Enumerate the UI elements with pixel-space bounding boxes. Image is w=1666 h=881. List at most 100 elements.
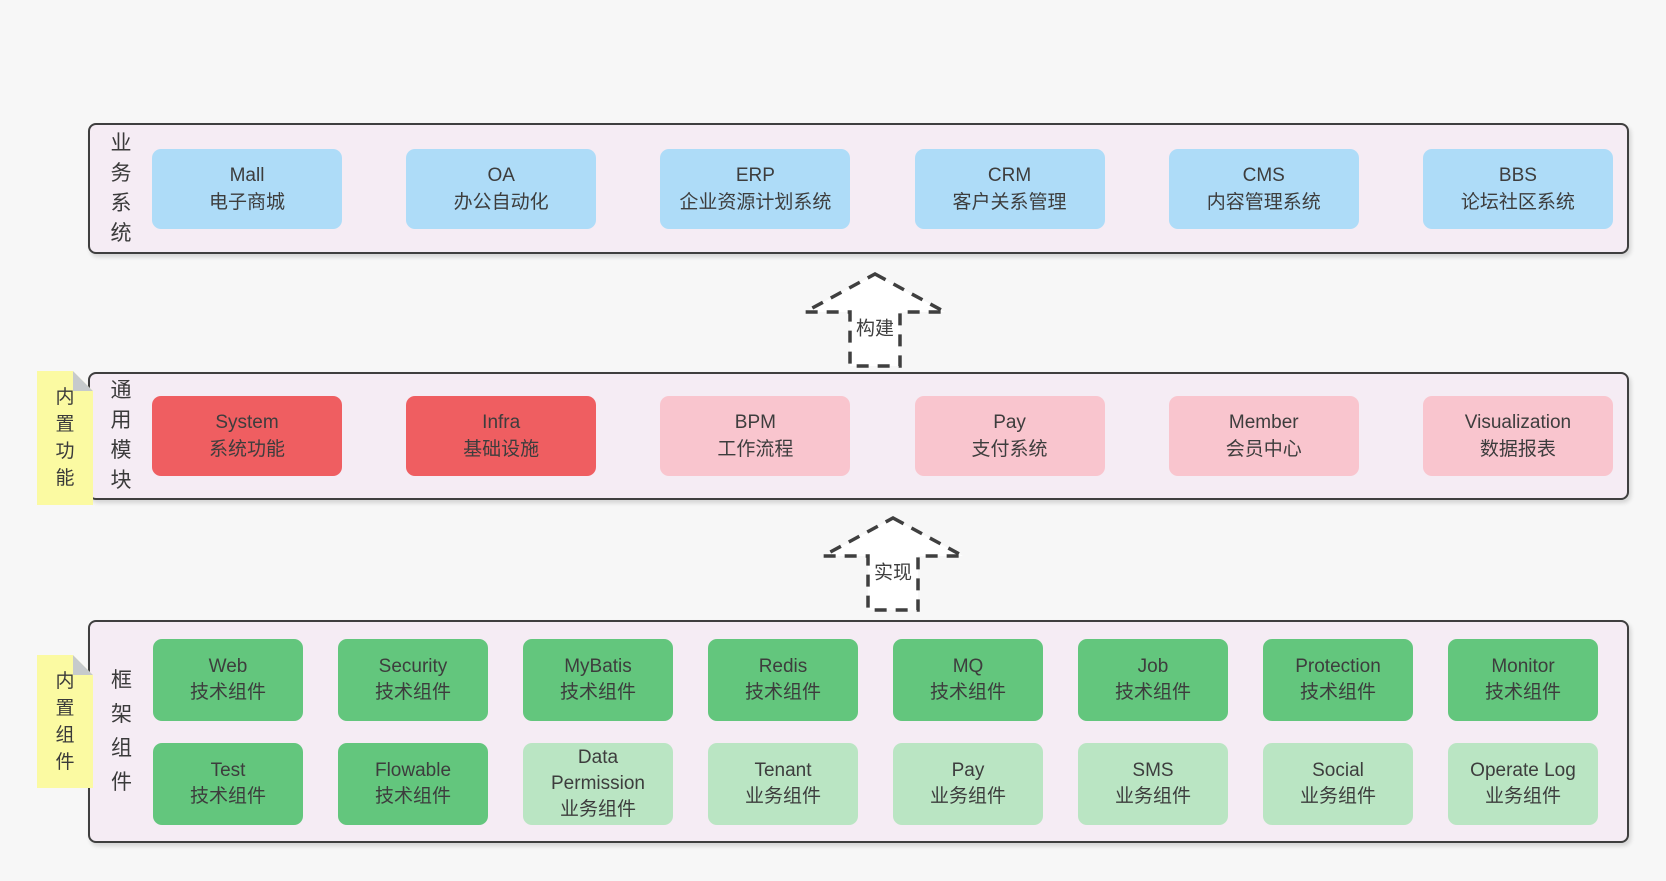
box-desc: 业务组件 (929, 785, 1006, 807)
band-business-label: 业务系统 (110, 131, 132, 245)
box-name: Infra (482, 412, 521, 433)
components-rows: Web 技术组件 Security 技术组件 MyBatis 技术组件 Redi… (153, 622, 1627, 841)
box-tenant: Tenant 业务组件 (708, 742, 858, 825)
band-framework-components: 框架组件 Web 技术组件 Security 技术组件 MyBatis 技术组件… (88, 620, 1629, 843)
box-operate-log: Operate Log 业务组件 (1448, 742, 1598, 825)
box-desc: 系统功能 (208, 439, 285, 460)
box-desc: 技术组件 (559, 681, 636, 703)
box-name: Monitor (1491, 655, 1555, 677)
box-desc: 技术组件 (189, 681, 266, 703)
arrow-build-label: 构建 (851, 312, 899, 342)
box-name: CRM (987, 164, 1032, 186)
box-oa: OA 办公自动化 (406, 148, 597, 229)
business-box-row: Mall 电子商城 OA 办公自动化 ERP 企业资源计划系统 CRM 客户关系… (152, 125, 1627, 252)
box-desc: 会员中心 (1225, 439, 1302, 460)
band-common-modules: 通用模块 System 系统功能 Infra 基础设施 BPM 工作流程 Pay… (88, 372, 1629, 500)
box-name: Test (210, 759, 246, 781)
box-web: Web 技术组件 (153, 638, 303, 721)
modules-box-row: System 系统功能 Infra 基础设施 BPM 工作流程 Pay 支付系统… (152, 374, 1627, 498)
components-row-2: Test 技术组件 Flowable 技术组件 Data Permission … (153, 742, 1598, 825)
components-row-1: Web 技术组件 Security 技术组件 MyBatis 技术组件 Redi… (153, 638, 1598, 721)
note-builtin-features: 内置功能 (37, 371, 93, 505)
box-name: OA (487, 164, 515, 186)
box-desc: 业务组件 (744, 785, 821, 807)
box-name: CMS (1242, 164, 1285, 186)
arrow-implement-label: 实现 (869, 556, 917, 586)
box-desc: 业务组件 (1114, 785, 1191, 807)
box-protection: Protection 技术组件 (1263, 638, 1413, 721)
box-infra: Infra 基础设施 (406, 396, 597, 476)
box-name: Redis (758, 655, 808, 677)
box-system: System 系统功能 (152, 396, 342, 476)
box-name: MQ (952, 655, 984, 677)
note-builtin-components: 内置组件 (37, 655, 93, 788)
box-mybatis: MyBatis 技术组件 (523, 638, 673, 721)
box-name: Protection (1295, 655, 1381, 677)
box-desc: 企业资源计划系统 (679, 191, 832, 213)
box-pay-biz: Pay 业务组件 (893, 742, 1043, 825)
arrow-implement: 实现 (813, 514, 973, 614)
box-name: Job (1137, 655, 1169, 677)
box-desc: 办公自动化 (453, 191, 549, 213)
box-name: Data Permission (551, 746, 645, 794)
box-desc: 支付系统 (971, 439, 1048, 460)
box-sms: SMS 业务组件 (1078, 742, 1228, 825)
box-crm: CRM 客户关系管理 (914, 148, 1105, 229)
box-desc: 技术组件 (1299, 681, 1376, 703)
note-builtin-components-label: 内置组件 (55, 670, 75, 773)
box-name: Mall (229, 164, 265, 186)
box-visualization: Visualization 数据报表 (1422, 396, 1613, 476)
box-name: Flowable (374, 759, 452, 781)
band-label-column: 框架组件 (90, 622, 153, 841)
box-name: Visualization (1464, 412, 1572, 433)
box-member: Member 会员中心 (1168, 396, 1359, 476)
box-name: System (215, 412, 279, 433)
box-name: Social (1312, 759, 1364, 781)
note-builtin-features-label: 内置功能 (55, 387, 75, 489)
box-name: Member (1228, 412, 1299, 433)
band-modules-label: 通用模块 (110, 379, 132, 492)
box-social: Social 业务组件 (1263, 742, 1413, 825)
box-desc: 技术组件 (374, 681, 451, 703)
band-label-column: 业务系统 (90, 125, 152, 252)
box-desc: 技术组件 (929, 681, 1006, 703)
box-security: Security 技术组件 (338, 638, 488, 721)
box-name: Web (208, 655, 248, 677)
band-business-systems: 业务系统 Mall 电子商城 OA 办公自动化 ERP 企业资源计划系统 CRM… (88, 123, 1629, 254)
box-desc: 基础设施 (463, 439, 540, 460)
box-name: Tenant (754, 759, 812, 781)
band-label-column: 通用模块 (90, 374, 152, 498)
box-desc: 技术组件 (189, 785, 266, 807)
box-monitor: Monitor 技术组件 (1448, 638, 1598, 721)
box-cms: CMS 内容管理系统 (1168, 148, 1359, 229)
box-desc: 技术组件 (374, 785, 451, 807)
box-desc: 技术组件 (744, 681, 821, 703)
box-desc: 数据报表 (1479, 439, 1556, 460)
box-pay: Pay 支付系统 (914, 396, 1105, 476)
box-name: SMS (1132, 759, 1174, 781)
box-name: Pay (993, 412, 1026, 433)
box-desc: 业务组件 (1299, 785, 1376, 807)
box-erp: ERP 企业资源计划系统 (660, 148, 851, 229)
box-name: BBS (1498, 164, 1537, 186)
box-desc: 客户关系管理 (952, 191, 1067, 213)
box-name: Security (378, 655, 448, 677)
box-desc: 电子商城 (208, 191, 285, 213)
box-redis: Redis 技术组件 (708, 638, 858, 721)
box-desc: 业务组件 (1484, 785, 1561, 807)
box-name: ERP (735, 164, 775, 186)
box-name: MyBatis (564, 655, 632, 677)
box-flowable: Flowable 技术组件 (338, 742, 488, 825)
box-desc: 业务组件 (559, 798, 636, 820)
box-desc: 内容管理系统 (1206, 191, 1321, 213)
box-mq: MQ 技术组件 (893, 638, 1043, 721)
arrow-build: 构建 (795, 270, 955, 370)
band-components-label: 框架组件 (111, 668, 132, 794)
box-desc: 技术组件 (1484, 681, 1561, 703)
box-job: Job 技术组件 (1078, 638, 1228, 721)
box-data-permission: Data Permission 业务组件 (523, 742, 673, 825)
box-bbs: BBS 论坛社区系统 (1422, 148, 1613, 229)
box-desc: 技术组件 (1114, 681, 1191, 703)
box-name: Pay (951, 759, 985, 781)
